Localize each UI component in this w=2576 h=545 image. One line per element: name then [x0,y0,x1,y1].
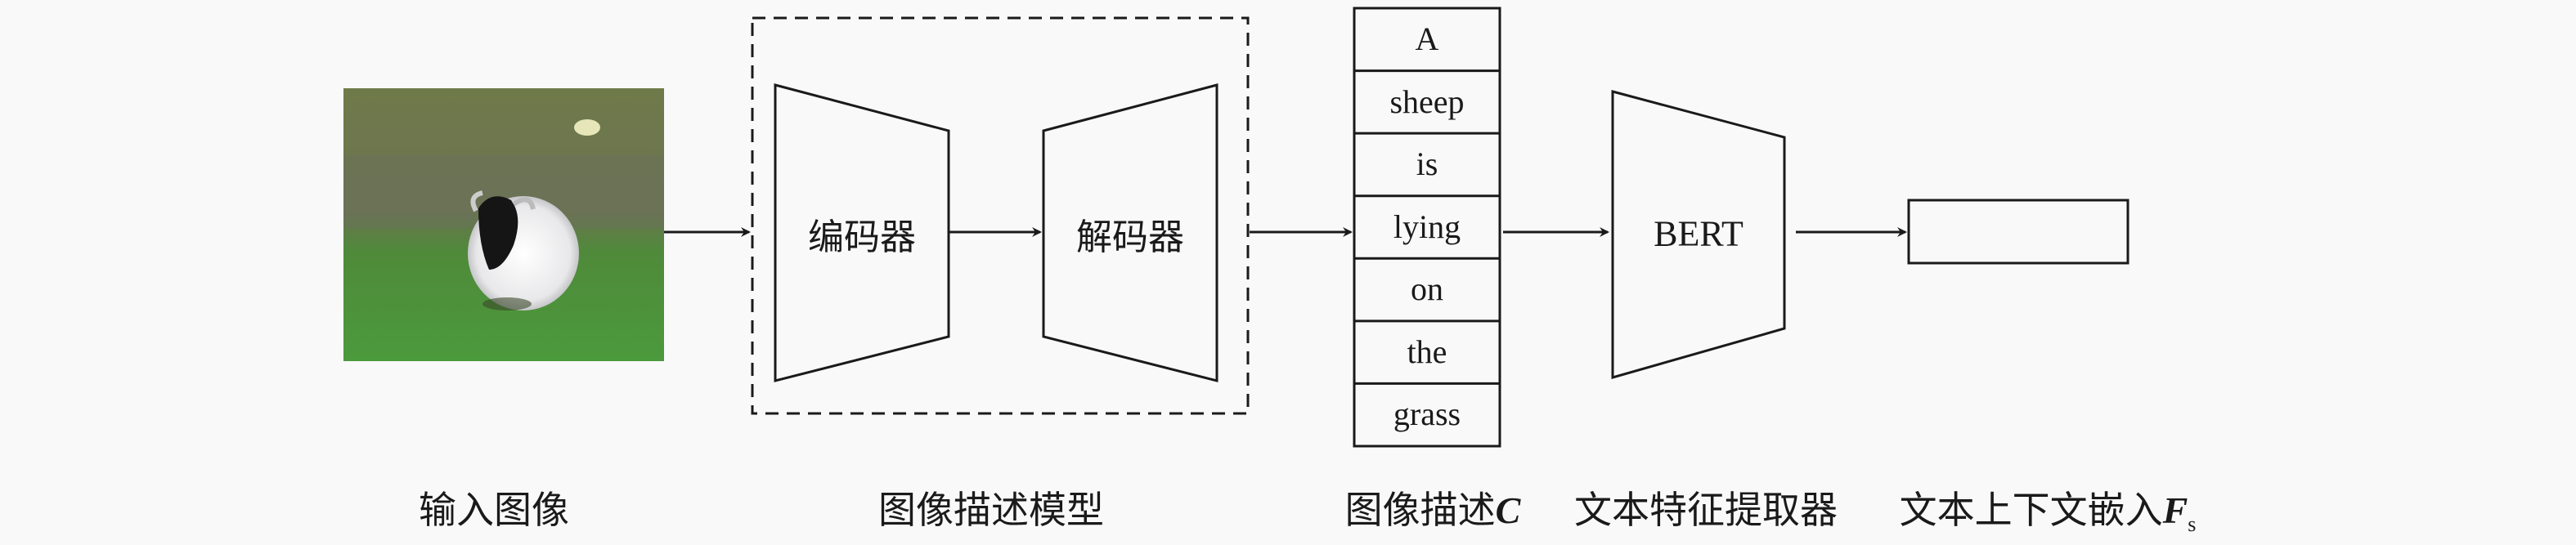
embedding-symbol: F [2162,489,2188,531]
bert-label: BERT [1654,213,1744,254]
caption-word: is [1416,145,1438,183]
caption-word: lying [1393,208,1461,245]
caption-word-column [1353,7,1501,448]
input-image-label: 输入图像 [419,489,569,531]
text-embedding-label-text: 文本上下文嵌入 [1899,489,2163,531]
caption-label: 图像描述C [1345,480,1521,534]
caption-word: grass [1393,395,1461,433]
text-embedding-box [1907,199,2129,265]
decoder-shape [1042,83,1218,382]
encoder-shape [774,83,950,382]
caption-word: the [1407,333,1447,370]
caption-word: sheep [1389,83,1465,120]
bert-shape [1611,90,1786,379]
caption-symbol: C [1495,489,1521,531]
caption-model-boundary [751,16,1250,415]
text-extractor-label: 文本特征提取器 [1574,489,1838,531]
encoder-label: 编码器 [808,217,916,257]
caption-label-text: 图像描述 [1344,489,1496,531]
text-embedding-label: 文本上下文嵌入Fs [1900,480,2197,537]
caption-word: on [1411,270,1443,308]
embedding-subscript: s [2188,512,2197,537]
caption-model-label: 图像描述模型 [878,489,1104,531]
decoder-label: 解码器 [1076,217,1184,257]
input-photo-sheep [343,88,664,361]
caption-word: A [1415,20,1439,57]
